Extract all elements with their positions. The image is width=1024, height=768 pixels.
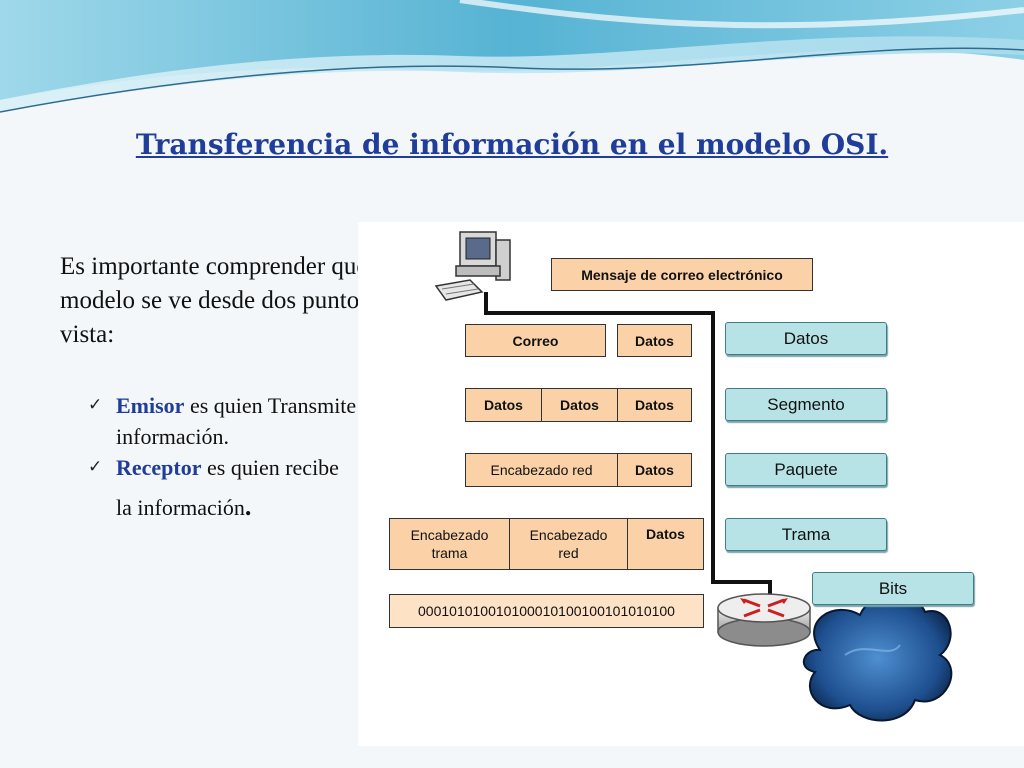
packet-cell: Datos: [466, 389, 542, 421]
bullet-text: es quien Transmite información.: [116, 393, 357, 449]
bullet-keyword: Receptor: [116, 455, 202, 480]
message-box: Mensaje de correo electrónico: [551, 258, 813, 291]
intro-paragraph: Es importante comprender que el modelo s…: [60, 253, 399, 348]
pdu-label-segmento: Segmento: [725, 388, 887, 421]
check-icon: ✓: [88, 457, 103, 477]
router-icon: [717, 593, 811, 647]
bullet-text: es quien recibe: [201, 455, 339, 480]
bullet-receptor: ✓ Receptor es quien recibe la informació…: [88, 452, 408, 523]
packet-cell: Datos: [635, 397, 674, 413]
packet-cell: Datos: [542, 389, 618, 421]
pdu-label-paquete: Paquete: [725, 453, 887, 486]
bullet-keyword: Emisor: [116, 393, 185, 418]
network-diagram: [434, 231, 953, 722]
packet-row: Encabezado red Datos: [465, 453, 692, 487]
pdu-label-datos: Datos: [725, 322, 887, 355]
packet-row: Datos Datos Datos: [465, 388, 692, 422]
check-icon: ✓: [88, 395, 103, 415]
network-cloud-icon: [802, 594, 953, 722]
bits-box: 000101010010100010100100101010100: [389, 594, 704, 628]
computer-icon: [434, 231, 511, 301]
connection-line: [484, 292, 772, 604]
bullet-emisor: ✓ Emisor es quien Transmite información.: [88, 390, 408, 452]
packet-cell: Encabezado red: [466, 454, 618, 486]
bullet-tail: la información.: [116, 492, 252, 521]
packet-cell: Correo: [465, 324, 606, 357]
packet-cell: Datos: [617, 324, 692, 357]
slide-title: Transferencia de información en el model…: [135, 128, 889, 161]
packet-cell: Datos: [646, 526, 685, 542]
packet-row: Encabezado trama Encabezado red Datos: [389, 518, 704, 570]
packet-cell: Encabezado trama: [390, 519, 510, 569]
packet-cell: Encabezado red: [510, 519, 628, 569]
pdu-label-trama: Trama: [725, 518, 887, 551]
packet-cell: Datos: [635, 462, 674, 478]
bullet-list: ✓ Emisor es quien Transmite información.…: [88, 390, 408, 523]
pdu-label-bits: Bits: [812, 572, 974, 605]
header-wave-banner: [0, 0, 1024, 113]
